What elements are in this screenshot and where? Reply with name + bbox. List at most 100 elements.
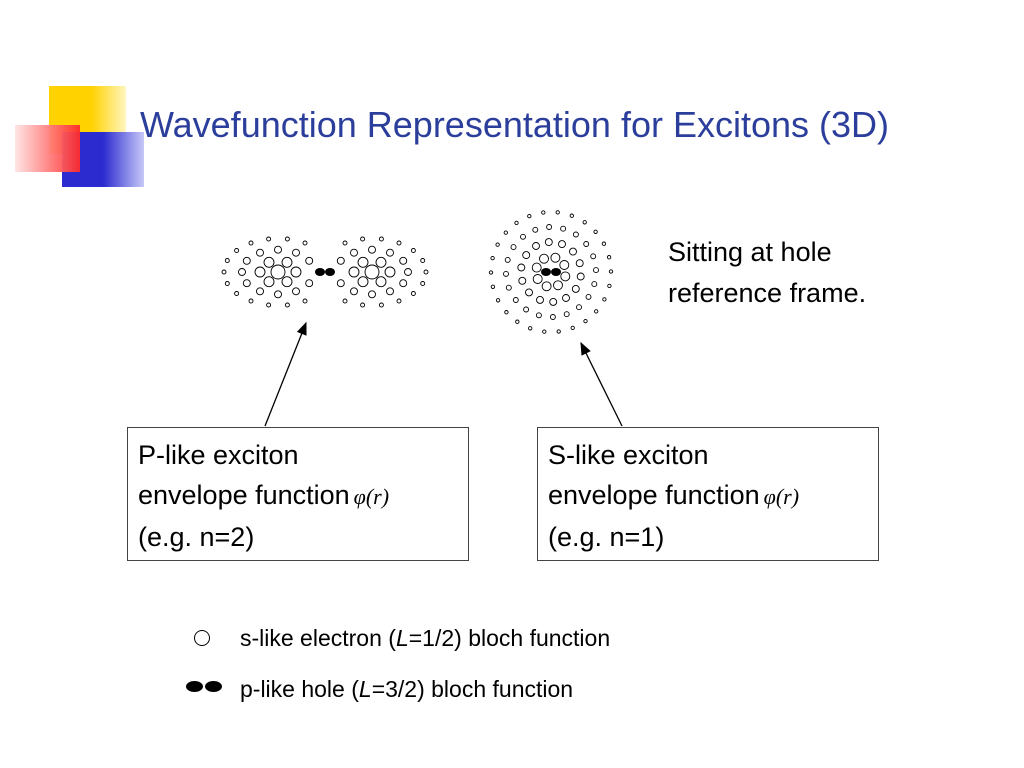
legend-p-hole: p-like hole (L=3/2) bloch function	[240, 676, 573, 703]
electron-density-dot	[531, 262, 542, 273]
electron-density-dot	[583, 241, 590, 247]
electron-density-dot	[582, 220, 587, 225]
electron-density-dot	[556, 329, 561, 334]
electron-density-dot	[558, 240, 566, 249]
electron-density-dot	[503, 270, 509, 277]
electron-density-dot	[368, 245, 376, 254]
electron-density-dot	[525, 288, 533, 297]
electron-density-dot	[504, 310, 509, 315]
s-like-wavefunction-cloud	[488, 210, 614, 334]
electron-density-dot	[234, 248, 240, 253]
electron-density-dot	[404, 268, 412, 276]
electron-density-dot	[601, 241, 607, 246]
electron-density-dot	[571, 284, 580, 293]
electron-density-dot	[256, 248, 264, 257]
electron-density-dot	[562, 294, 570, 302]
legend-s-text-post: =1/2) bloch function	[408, 625, 611, 651]
dumbbell-lobe-right	[205, 681, 222, 692]
electron-density-dot	[532, 242, 540, 250]
electron-density-dot	[274, 245, 282, 254]
electron-density-dot	[602, 297, 607, 302]
note-line-1: Sitting at hole	[668, 237, 832, 267]
electron-density-dot	[378, 302, 384, 308]
electron-density-dot	[221, 269, 227, 275]
electron-density-dot	[608, 269, 614, 274]
electron-density-dot	[572, 231, 579, 238]
electron-density-dot	[541, 281, 552, 292]
electron-density-dot	[234, 291, 240, 296]
electron-density-dot	[357, 256, 369, 268]
electron-density-dot	[284, 302, 290, 308]
p-box-line-3: (e.g. n=2)	[138, 522, 255, 552]
slide-title: Wavefunction Representation for Excitons…	[140, 104, 890, 145]
electron-density-dot	[281, 276, 293, 288]
electron-density-dot	[495, 242, 500, 247]
electron-density-dot	[410, 248, 416, 253]
electron-density-dot	[520, 233, 526, 240]
electron-density-dot	[549, 297, 558, 306]
s-box-line-3: (e.g. n=1)	[548, 522, 665, 552]
electron-density-dot	[606, 255, 612, 260]
electron-density-dot	[590, 253, 597, 260]
electron-density-dot	[364, 264, 380, 280]
electron-density-dot	[360, 236, 366, 242]
electron-density-dot	[569, 247, 577, 256]
s-box-line-1: S-like exciton	[548, 440, 709, 470]
electron-density-dot	[490, 255, 495, 261]
electron-density-dot	[532, 226, 539, 233]
phi-r-symbol: φ(r)	[763, 484, 800, 509]
electron-density-dot	[527, 213, 532, 219]
open-circle-icon	[194, 630, 210, 646]
electron-density-dot	[386, 287, 394, 296]
electron-density-dot	[274, 290, 282, 299]
electron-density-dot	[284, 236, 290, 242]
electron-density-dot	[560, 225, 567, 232]
electron-density-dot	[420, 281, 426, 286]
phi-r-symbol: φ(r)	[353, 484, 390, 509]
decorative-red-square	[15, 125, 80, 172]
electron-density-dot	[518, 276, 527, 285]
reference-frame-note: Sitting at hole reference frame.	[668, 232, 866, 314]
electron-density-dot	[563, 311, 570, 318]
electron-density-dot	[270, 264, 286, 280]
electron-density-dot	[514, 220, 519, 226]
electron-density-dot	[553, 280, 563, 291]
electron-density-dot	[256, 287, 264, 296]
electron-density-dot	[292, 248, 300, 257]
electron-density-dot	[569, 213, 574, 218]
electron-density-dot	[342, 240, 348, 246]
electron-density-dot	[532, 274, 543, 284]
electron-density-dot	[420, 258, 426, 263]
electron-density-dot	[535, 312, 542, 319]
electron-density-dot	[575, 259, 584, 268]
electron-density-dot	[542, 329, 547, 334]
electron-density-dot	[423, 269, 429, 275]
electron-density-dot	[305, 279, 314, 288]
electron-density-dot	[522, 251, 531, 260]
electron-density-dot	[263, 256, 275, 268]
legend-s-L: L	[395, 625, 409, 651]
electron-density-dot	[350, 287, 358, 296]
electron-density-dot	[368, 290, 376, 299]
electron-density-dot	[396, 240, 402, 246]
electron-density-dot	[290, 266, 302, 278]
p-hole-center-icon	[315, 268, 335, 276]
electron-density-dot	[410, 291, 416, 296]
electron-density-dot	[242, 256, 251, 265]
p-box-envelope-label: envelope function	[138, 480, 350, 510]
dumbbell-icon	[186, 681, 222, 693]
electron-density-dot	[348, 266, 360, 278]
electron-density-dot	[224, 281, 230, 286]
electron-density-dot	[593, 267, 599, 274]
electron-density-dot	[302, 298, 308, 304]
electron-density-dot	[375, 276, 387, 288]
electron-density-dot	[248, 298, 254, 304]
electron-density-dot	[375, 256, 387, 268]
legend-p-L: L	[358, 676, 372, 702]
electron-density-dot	[594, 309, 599, 314]
s-hole-center-icon	[541, 268, 561, 276]
electron-density-dot	[302, 240, 308, 246]
electron-density-dot	[342, 298, 348, 304]
